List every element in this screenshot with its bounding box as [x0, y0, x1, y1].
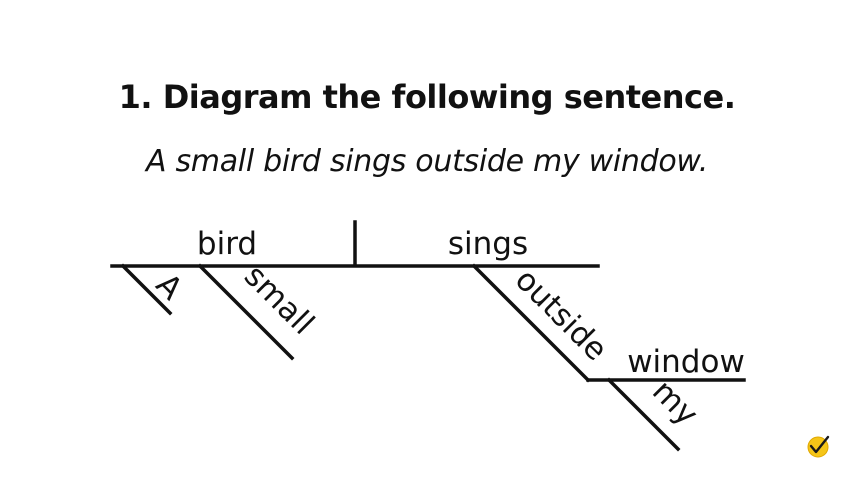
- logo-check: [809, 435, 830, 454]
- example-sentence: A small bird sings outside my window.: [146, 144, 708, 179]
- object-word: window: [627, 344, 745, 380]
- subject-word: bird: [197, 226, 257, 262]
- slide-title: 1. Diagram the following sentence.: [118, 78, 736, 116]
- determiner-slant-line: [606, 377, 681, 452]
- checkmark-badge-icon: [807, 435, 830, 458]
- adjective-slant-line: [197, 263, 295, 361]
- adjective-word: small: [237, 258, 321, 342]
- verb-word: sings: [448, 226, 528, 262]
- article-slant-line: [120, 263, 173, 316]
- article-word: A: [149, 267, 189, 307]
- preposition-slant-line: [471, 263, 591, 383]
